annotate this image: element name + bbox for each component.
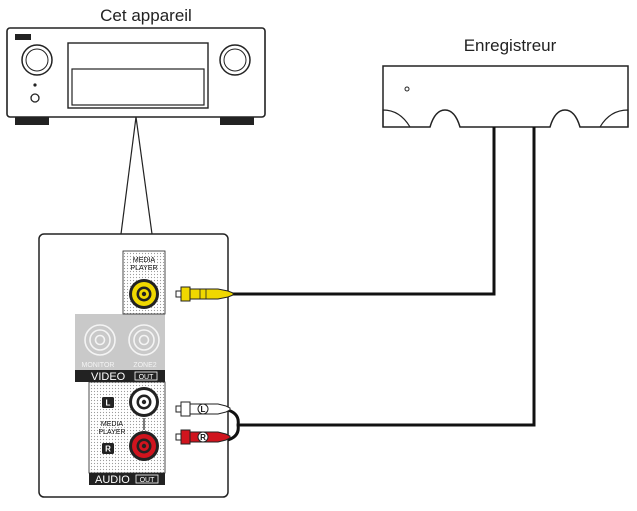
receiver-right-knob-inner-icon: [223, 48, 247, 72]
monitor-jack-icon: [84, 324, 116, 356]
receiver-right-foot: [220, 117, 254, 125]
receiver-power-button-icon: [30, 93, 40, 103]
recorder-indicator-icon: [404, 86, 410, 92]
recorder-device: Enregistreur: [382, 36, 629, 128]
audio-right-plug-marker: R: [200, 433, 206, 442]
audio-right-plug-badge: [197, 431, 209, 443]
video-cable: [232, 127, 496, 296]
receiver-device: Cet appareil: [6, 6, 266, 125]
zone2-label: ZONE2: [133, 362, 156, 369]
monitor-label: MONITOR: [82, 362, 115, 369]
audio-right-plug-tip: [175, 433, 182, 441]
audio-label: AUDIO: [95, 474, 130, 486]
audio-right-plug-collar: [180, 429, 191, 445]
zone2-jack-ring-icon: [133, 329, 155, 351]
audio-right-marker: R: [105, 445, 111, 454]
video-jack-pin-icon: [141, 291, 147, 297]
receiver-label: Cet appareil: [100, 6, 192, 25]
cables: L R: [175, 127, 536, 445]
recorder-body: [382, 65, 629, 128]
audio-left-plug-body: [189, 403, 231, 415]
audio-right-jack-pin-icon: [141, 443, 147, 449]
video-out-tag: OUT: [139, 374, 155, 381]
video-bar: [75, 370, 165, 382]
audio-left-plug-badge: [197, 403, 209, 415]
audio-out-tag: OUT: [140, 477, 156, 484]
video-jack-label-line2: PLAYER: [130, 265, 157, 272]
video-jack-label-line1: MEDIA: [133, 257, 156, 264]
receiver-indicator-icon: [33, 83, 37, 87]
audio-left-plug-collar: [180, 401, 191, 417]
monitor-jack-ring-icon: [89, 329, 111, 351]
audio-left-jack-pin-icon: [141, 399, 147, 405]
rear-panel: MEDIA PLAYER MONITOR ZONE2 VIDEO OUT L R…: [38, 233, 229, 498]
monitor-jack-center-icon: [94, 334, 106, 346]
video-plug-tip: [175, 290, 182, 298]
audio-right-plug-body: [189, 431, 231, 443]
audio-cable: [238, 127, 536, 427]
callout-line-left: [120, 116, 137, 235]
recorder-right-foot: [599, 109, 629, 128]
audio-bar: [89, 473, 165, 485]
audio-jack-label-line2: PLAYER: [98, 429, 125, 436]
video-plug-collar: [180, 286, 191, 302]
callout-line-right: [135, 116, 153, 235]
recorder-left-foot: [382, 109, 411, 128]
audio-out-tag-box: [135, 474, 159, 484]
audio-right-marker-box: [102, 443, 114, 454]
receiver-display: [71, 68, 205, 106]
audio-left-plug-marker: L: [201, 405, 206, 414]
receiver-logo-icon: [15, 34, 31, 40]
recorder-label: Enregistreur: [464, 36, 557, 55]
audio-left-plug-tip: [175, 405, 182, 413]
video-label: VIDEO: [91, 371, 126, 383]
zone2-jack-center-icon: [138, 334, 150, 346]
video-out-tag-box: [134, 371, 158, 381]
receiver-left-knob-inner-icon: [25, 48, 49, 72]
zone2-jack-icon: [128, 324, 160, 356]
audio-jack-label-line1: MEDIA: [101, 421, 124, 428]
audio-left-marker-box: [102, 397, 114, 408]
video-plug-body: [189, 288, 234, 300]
audio-left-marker: L: [106, 399, 111, 408]
receiver-left-foot: [15, 117, 49, 125]
